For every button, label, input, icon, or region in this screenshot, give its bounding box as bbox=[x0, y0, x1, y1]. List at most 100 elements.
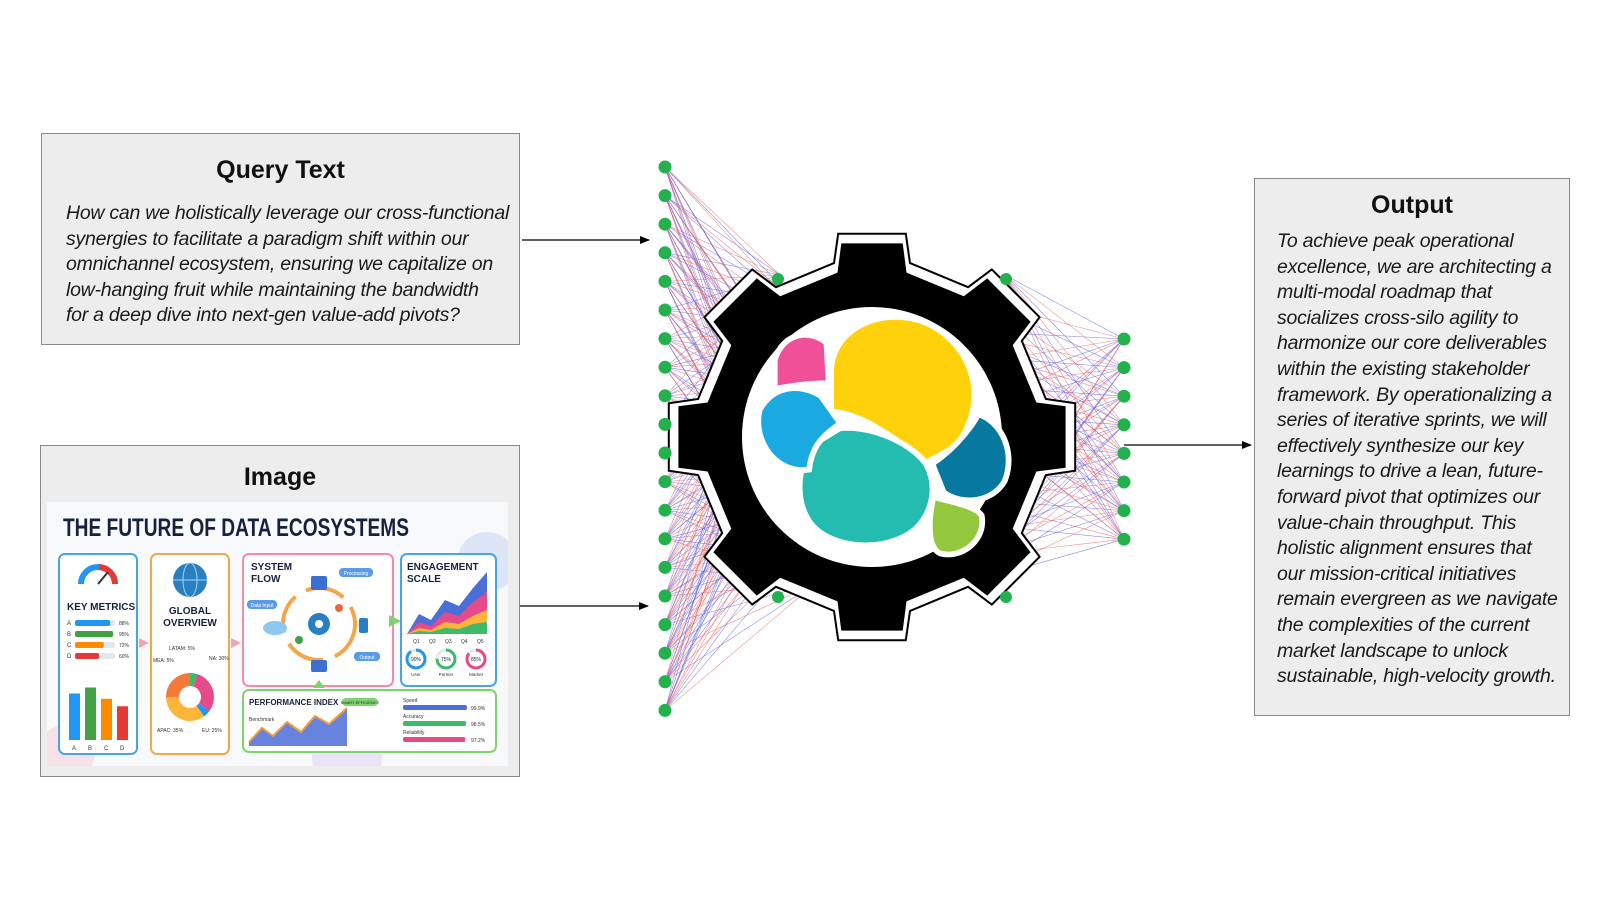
global-overview-title: GLOBAL bbox=[169, 606, 211, 617]
metric-label: B bbox=[67, 632, 71, 638]
output-node bbox=[1117, 389, 1131, 403]
connection-line bbox=[1004, 526, 1125, 540]
flow-tag: Processing bbox=[344, 571, 369, 577]
connection-line bbox=[664, 166, 781, 276]
output-line: excellence, we are architecting a bbox=[1277, 255, 1552, 278]
metric-bar bbox=[75, 642, 104, 648]
input-node bbox=[658, 446, 672, 460]
metric-bar bbox=[75, 631, 113, 637]
connection-line bbox=[664, 195, 781, 276]
engagement-title: ENGAGEMENT bbox=[407, 562, 479, 573]
green-blob bbox=[926, 493, 986, 558]
output-line: holistic alignment ensures that bbox=[1277, 537, 1532, 560]
quarter-label: Q3 bbox=[445, 639, 452, 645]
input-node bbox=[658, 332, 672, 346]
input-node bbox=[658, 618, 672, 632]
image-panel: Image THE FUTURE OF DATA ECOSYSTEMS KEY … bbox=[40, 445, 520, 777]
input-layer-nodes bbox=[658, 160, 1012, 717]
output-node bbox=[1117, 532, 1131, 546]
output-line: series of iterative sprints, we will bbox=[1277, 409, 1547, 432]
metric-label: A bbox=[67, 621, 71, 627]
input-node bbox=[658, 274, 672, 288]
global-overview-panel: GLOBAL OVERVIEW LATAM: 5% NA: 30% MEA: 5… bbox=[150, 553, 230, 755]
ring-value: 75% bbox=[441, 657, 452, 663]
segment-label: MEA: 5% bbox=[153, 658, 174, 664]
metric-value: 60% bbox=[119, 654, 130, 660]
output-line: market landscape to unlock bbox=[1277, 639, 1508, 662]
segment-label: APAC: 35% bbox=[157, 728, 184, 734]
output-panel: Output To achieve peak operational excell… bbox=[1254, 178, 1570, 716]
output-line: remain evergreen as we navigate bbox=[1277, 588, 1558, 611]
gear-with-blobs-logo bbox=[667, 232, 1077, 642]
metric-bar bbox=[75, 620, 111, 626]
query-text-panel: Query Text How can we holistically lever… bbox=[41, 133, 520, 345]
output-node bbox=[1117, 332, 1131, 346]
benchmark-label: Benchmark bbox=[249, 717, 275, 723]
query-line: synergies to facilitate a paradigm shift… bbox=[66, 227, 469, 250]
connection-line bbox=[664, 252, 781, 276]
output-line: socializes cross-silo agility to bbox=[1277, 306, 1519, 329]
input-node bbox=[658, 189, 672, 203]
quarter-label: Q5 bbox=[477, 639, 484, 645]
input-node bbox=[658, 246, 672, 260]
input-node bbox=[658, 560, 672, 574]
metric-column bbox=[117, 706, 128, 740]
input-node bbox=[658, 646, 672, 660]
input-node bbox=[658, 503, 672, 517]
query-line: low-hanging fruit while maintaining the … bbox=[66, 278, 479, 301]
output-line: learnings to drive a lean, future- bbox=[1277, 460, 1543, 483]
donut-slice bbox=[166, 697, 205, 721]
output-title: Output bbox=[1371, 191, 1453, 219]
flow-tag: Data Input bbox=[250, 603, 274, 609]
input-node bbox=[658, 303, 672, 317]
hidden-node bbox=[772, 591, 784, 603]
metric-label: C bbox=[67, 643, 72, 649]
cloud-icon bbox=[263, 621, 287, 635]
ring-value: 85% bbox=[471, 657, 482, 663]
global-overview-title: OVERVIEW bbox=[163, 618, 217, 629]
metric-column bbox=[69, 693, 80, 740]
quarter-label: Q1 bbox=[413, 639, 420, 645]
metric-column bbox=[85, 687, 96, 740]
output-line: the complexities of the current bbox=[1277, 613, 1530, 636]
output-line: effectively synthesize our key bbox=[1277, 434, 1524, 457]
ring-label: Market bbox=[469, 672, 484, 677]
image-panel-title: Image bbox=[243, 463, 317, 491]
data-ecosystems-infographic: THE FUTURE OF DATA ECOSYSTEMS KEY METRIC… bbox=[47, 502, 508, 766]
metric-label: D bbox=[67, 654, 72, 660]
key-metrics-title: KEY METRICS bbox=[67, 602, 135, 613]
column-label: A bbox=[72, 746, 76, 752]
performance-index-panel: PERFORMANCE INDEX SMART EFFICIENCY Bench… bbox=[242, 689, 497, 753]
connection-line bbox=[1004, 274, 1125, 397]
column-label: D bbox=[120, 746, 125, 752]
input-node bbox=[658, 532, 672, 546]
column-label: B bbox=[88, 746, 92, 752]
input-node bbox=[658, 675, 672, 689]
donut-slice bbox=[190, 674, 215, 712]
metric-column bbox=[101, 698, 112, 740]
flow-tag: Output bbox=[359, 655, 375, 661]
engagement-scale-panel: ENGAGEMENT SCALE Q1 Q2 Q3 Q4 Q5 90%User7… bbox=[400, 553, 497, 687]
output-node bbox=[1117, 361, 1131, 375]
infographic-headline: THE FUTURE OF DATA ECOSYSTEMS bbox=[63, 514, 409, 542]
output-line: our mission-critical initiatives bbox=[1277, 562, 1517, 585]
ring-progress bbox=[465, 648, 487, 670]
hidden-node bbox=[1000, 591, 1012, 603]
output-line: harmonize our core deliverables bbox=[1277, 332, 1547, 355]
performance-metric-value: 99.9% bbox=[471, 706, 486, 712]
connection-line bbox=[1004, 274, 1125, 340]
connection-line bbox=[1004, 274, 1125, 368]
performance-bar bbox=[403, 705, 467, 710]
query-line: How can we holistically leverage our cro… bbox=[66, 202, 510, 224]
query-text-body: How can we holistically leverage our cro… bbox=[66, 201, 516, 329]
region-donut-chart bbox=[166, 673, 215, 721]
input-node bbox=[658, 589, 672, 603]
output-line: sustainable, high-velocity growth. bbox=[1277, 665, 1556, 688]
connection-line bbox=[664, 223, 781, 276]
output-line: To achieve peak operational bbox=[1277, 230, 1514, 252]
output-line: forward pivot that optimizes our bbox=[1277, 485, 1540, 508]
output-body: To achieve peak operational excellence, w… bbox=[1277, 229, 1567, 690]
ring-value: 90% bbox=[411, 657, 422, 663]
output-layer-nodes bbox=[1117, 332, 1131, 546]
ring-progress bbox=[405, 648, 427, 670]
